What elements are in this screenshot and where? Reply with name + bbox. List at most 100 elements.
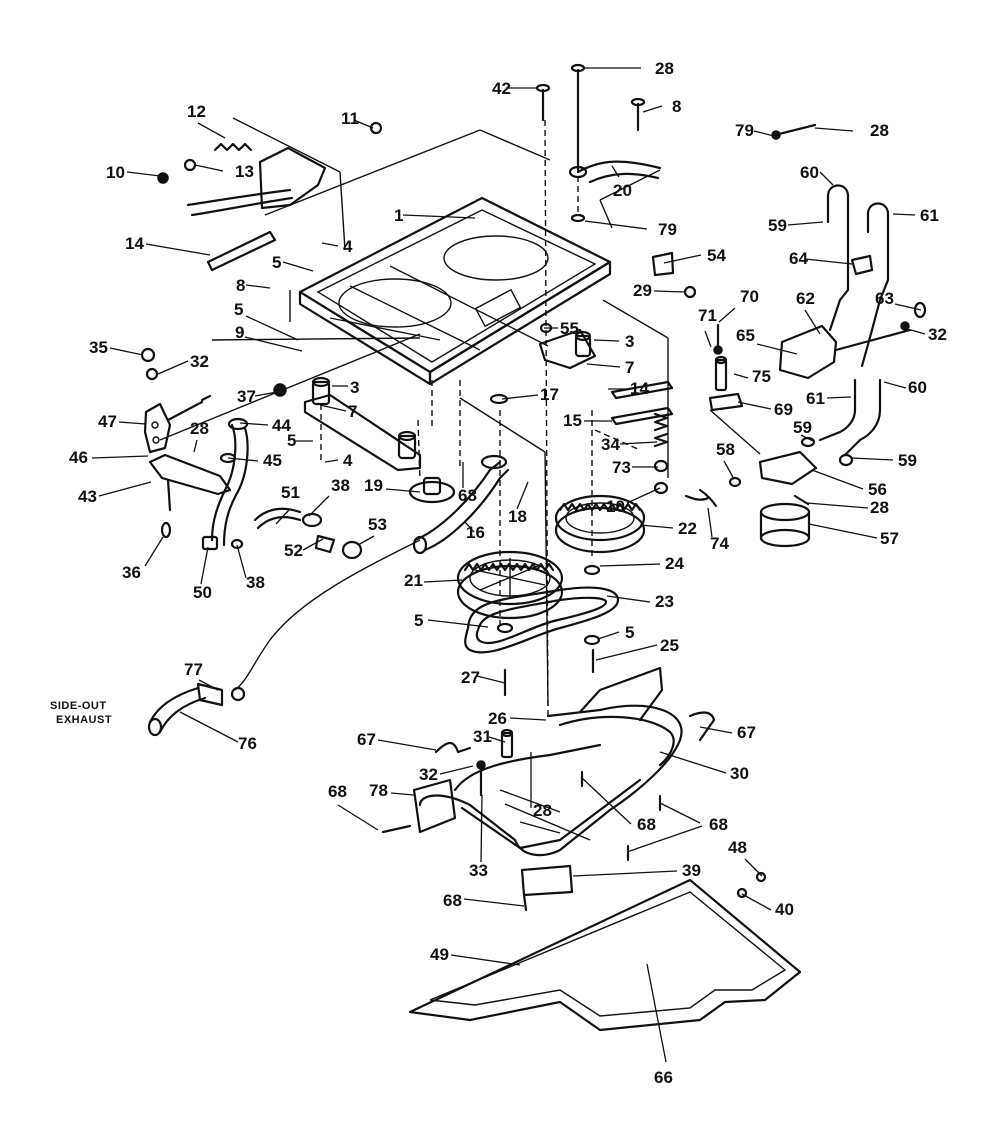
callout-leader-c-27 <box>476 675 506 684</box>
callout-c-59a: 59 <box>768 216 787 235</box>
assembly-connection-lines <box>159 117 761 707</box>
tension-spring-parts <box>489 251 697 495</box>
callout-c-5e: 5 <box>625 623 634 642</box>
callout-c-46: 46 <box>69 448 88 467</box>
callout-leader-c-34 <box>619 441 658 445</box>
callout-c-79b: 79 <box>658 220 677 239</box>
callout-c-18: 18 <box>508 507 527 526</box>
callout-leader-c-59a <box>787 221 824 226</box>
callout-leader-c-40 <box>741 893 772 911</box>
callout-c-35: 35 <box>89 338 108 357</box>
callout-leader-c-64 <box>804 258 853 265</box>
top-bolts <box>535 63 817 223</box>
callout-leader-c-8a <box>642 105 663 113</box>
callout-leader-c-16 <box>464 521 475 533</box>
callout-c-24: 24 <box>665 554 684 573</box>
callout-leader-c-14a <box>145 243 211 256</box>
callout-leader-c-5b <box>245 315 299 341</box>
pulley-and-belt-drive <box>408 454 646 697</box>
callout-c-39: 39 <box>682 861 701 880</box>
callout-leader-c-63 <box>894 303 922 311</box>
callout-c-31: 31 <box>473 727 492 746</box>
callout-c-67b: 67 <box>737 723 756 742</box>
callout-leader-c-7b <box>319 404 347 412</box>
callout-c-27: 27 <box>461 668 480 687</box>
callout-c-42: 42 <box>492 79 511 98</box>
callout-leader-c-46 <box>91 455 149 459</box>
callout-leader-c-33 <box>480 794 483 863</box>
callout-c-5b: 5 <box>234 300 243 319</box>
callout-c-61b: 61 <box>806 389 825 408</box>
callout-leader-c-50 <box>200 546 209 585</box>
callout-leader-c-28c <box>193 439 198 453</box>
callout-c-7b: 7 <box>348 402 357 421</box>
callout-leader-c-24 <box>599 563 661 567</box>
callout-c-68e: 68 <box>443 891 462 910</box>
callout-c-26: 26 <box>488 709 507 728</box>
callout-c-59c: 59 <box>898 451 917 470</box>
callout-c-38b: 38 <box>246 573 265 592</box>
callout-c-57: 57 <box>880 529 899 548</box>
callout-c-40: 40 <box>775 900 794 919</box>
callout-c-44: 44 <box>272 416 291 435</box>
callout-c-3b: 3 <box>350 378 359 397</box>
control-cable-assembly <box>684 184 927 548</box>
callout-c-9: 9 <box>235 323 244 342</box>
callout-leader-c-76 <box>179 711 239 743</box>
pivot-arm-right <box>538 328 597 370</box>
callout-c-52: 52 <box>284 541 303 560</box>
callout-leader-c-37 <box>254 391 278 397</box>
callout-leader-c-78 <box>390 792 415 796</box>
callout-c-51: 51 <box>281 483 300 502</box>
callout-leader-c-19 <box>385 488 421 493</box>
callout-leader-c-21 <box>423 579 463 583</box>
callout-leader-c-54 <box>663 254 702 264</box>
callout-leader-c-44 <box>239 422 269 426</box>
callout-leader-c-79b <box>584 220 648 230</box>
callout-leader-c-48 <box>744 858 763 877</box>
callout-leader-c-22 <box>639 524 674 529</box>
callout-c-7a: 7 <box>625 358 634 377</box>
callout-c-62: 62 <box>796 289 815 308</box>
callout-leader-c-61b <box>826 396 852 399</box>
callout-leader-c-20 <box>611 165 620 178</box>
callout-leader-c-68c <box>581 777 632 825</box>
callout-leader-c-12 <box>197 122 226 139</box>
callout-c-3a: 3 <box>625 332 634 351</box>
callout-c-30: 30 <box>730 764 749 783</box>
callout-leader-c-3a <box>593 339 620 342</box>
deck-frame-part <box>298 196 612 386</box>
callout-c-60b: 60 <box>908 378 927 397</box>
callout-c-71: 71 <box>698 306 717 325</box>
callout-leader-c-13 <box>194 164 224 172</box>
callout-leader-c-51 <box>275 509 290 525</box>
callout-leader-c-36 <box>144 536 164 567</box>
callout-leader-c-79a <box>753 130 775 137</box>
callout-leader-c-5d <box>427 619 489 628</box>
callout-c-21: 21 <box>404 571 423 590</box>
callout-c-50: 50 <box>193 583 212 602</box>
callout-c-38a: 38 <box>331 476 350 495</box>
side-out-exhaust <box>147 539 421 737</box>
callout-leader-c-43 <box>98 481 152 497</box>
callout-leader-c-75 <box>733 373 749 379</box>
callout-c-5a: 5 <box>272 253 281 272</box>
callout-c-37: 37 <box>237 387 256 406</box>
callout-leader-c-7a <box>586 363 621 368</box>
chute-deflector-assembly <box>157 121 383 272</box>
pivot-arm-left <box>303 376 422 472</box>
callout-c-20: 20 <box>613 181 632 200</box>
note-line-2: EXHAUST <box>56 714 112 726</box>
callout-c-34: 34 <box>601 435 620 454</box>
callout-leader-c-26 <box>509 717 547 721</box>
callout-leader-c-31 <box>488 736 506 743</box>
callout-c-68d: 68 <box>709 815 728 834</box>
callout-c-8a: 8 <box>672 97 681 116</box>
callout-c-73: 73 <box>612 458 631 477</box>
callout-leader-c-58 <box>723 460 735 480</box>
callout-c-48: 48 <box>728 838 747 857</box>
callout-leader-c-32b <box>157 360 189 375</box>
exhaust-pipe-assembly <box>201 417 363 560</box>
